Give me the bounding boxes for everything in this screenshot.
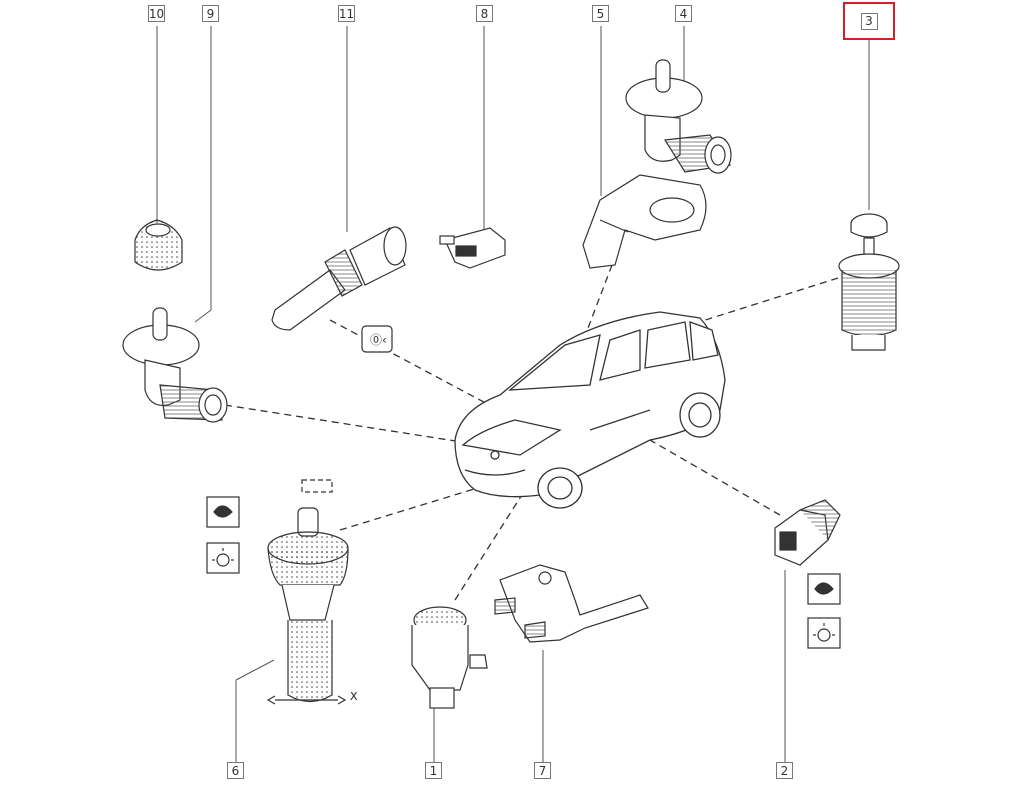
callout-7[interactable]: 7 — [534, 762, 551, 779]
callout-3: 3 — [860, 12, 878, 30]
callout-6[interactable]: 6 — [227, 762, 244, 779]
part-2-switch — [774, 499, 841, 566]
part-1-switch — [411, 606, 488, 709]
light-switch-icons-right — [807, 573, 841, 649]
callout-11[interactable]: 11 — [338, 5, 355, 22]
callout-5[interactable]: 5 — [592, 5, 609, 22]
callout-3-selected[interactable]: 3 — [843, 2, 895, 40]
svg-text:⓪‹: ⓪‹ — [370, 333, 387, 347]
part-7-bracket — [494, 564, 649, 643]
callout-2[interactable]: 2 — [776, 762, 793, 779]
callout-4[interactable]: 4 — [675, 5, 692, 22]
callout-1[interactable]: 1 — [425, 762, 442, 779]
part-8-switch — [439, 227, 506, 269]
callout-10[interactable]: 10 — [148, 5, 165, 22]
part-5-bracket — [582, 174, 707, 269]
part-11-sensor: ⓪‹ — [271, 226, 407, 353]
part-3-pin-switch — [838, 213, 900, 351]
part-6-plunger — [266, 479, 349, 705]
part-9-switch — [122, 307, 228, 423]
dimension-x-label: X — [350, 690, 358, 703]
part-4-switch — [625, 59, 732, 174]
part-10-cap — [134, 219, 183, 271]
car-illustration — [454, 311, 726, 509]
light-switch-icons-left — [206, 496, 240, 574]
callout-8[interactable]: 8 — [476, 5, 493, 22]
callout-9[interactable]: 9 — [202, 5, 219, 22]
